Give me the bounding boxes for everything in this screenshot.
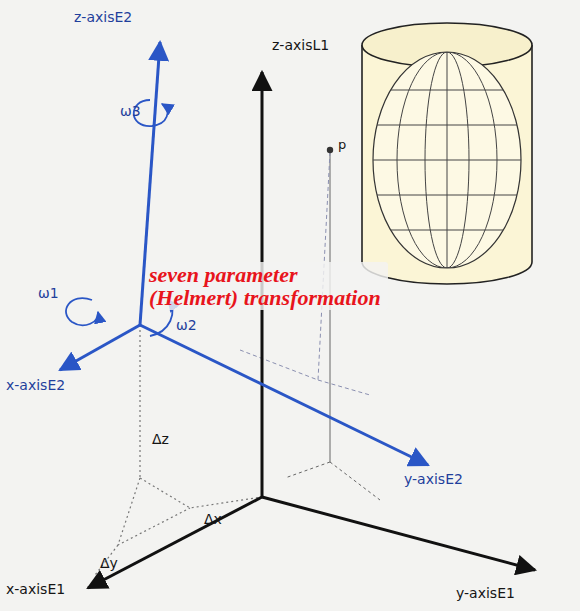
offset-label: Δy	[100, 556, 118, 571]
point-p	[327, 147, 333, 153]
diagram-note: seven parameter (Helmert) transformation	[146, 262, 388, 310]
axis-label: y-axisE2	[404, 472, 463, 487]
offset-label: Δx	[204, 512, 222, 527]
axes-e2	[60, 42, 428, 465]
offset-label: Δz	[152, 432, 169, 447]
axis-label: y-axisE1	[456, 586, 515, 601]
point-label: p	[338, 138, 346, 152]
axis-label: z-axisL1	[272, 38, 329, 53]
axis-label: z-axisE2	[74, 10, 132, 25]
cylinder-globe	[362, 23, 532, 284]
axes-e1	[88, 72, 535, 588]
offset-lines	[95, 325, 262, 575]
rotation-label: ω2	[176, 318, 197, 333]
rotation-label: ω1	[38, 286, 59, 301]
axis-label: x-axisE1	[6, 582, 65, 597]
rotation-label: ω3	[120, 104, 141, 119]
axis-label: x-axisE2	[6, 378, 65, 393]
